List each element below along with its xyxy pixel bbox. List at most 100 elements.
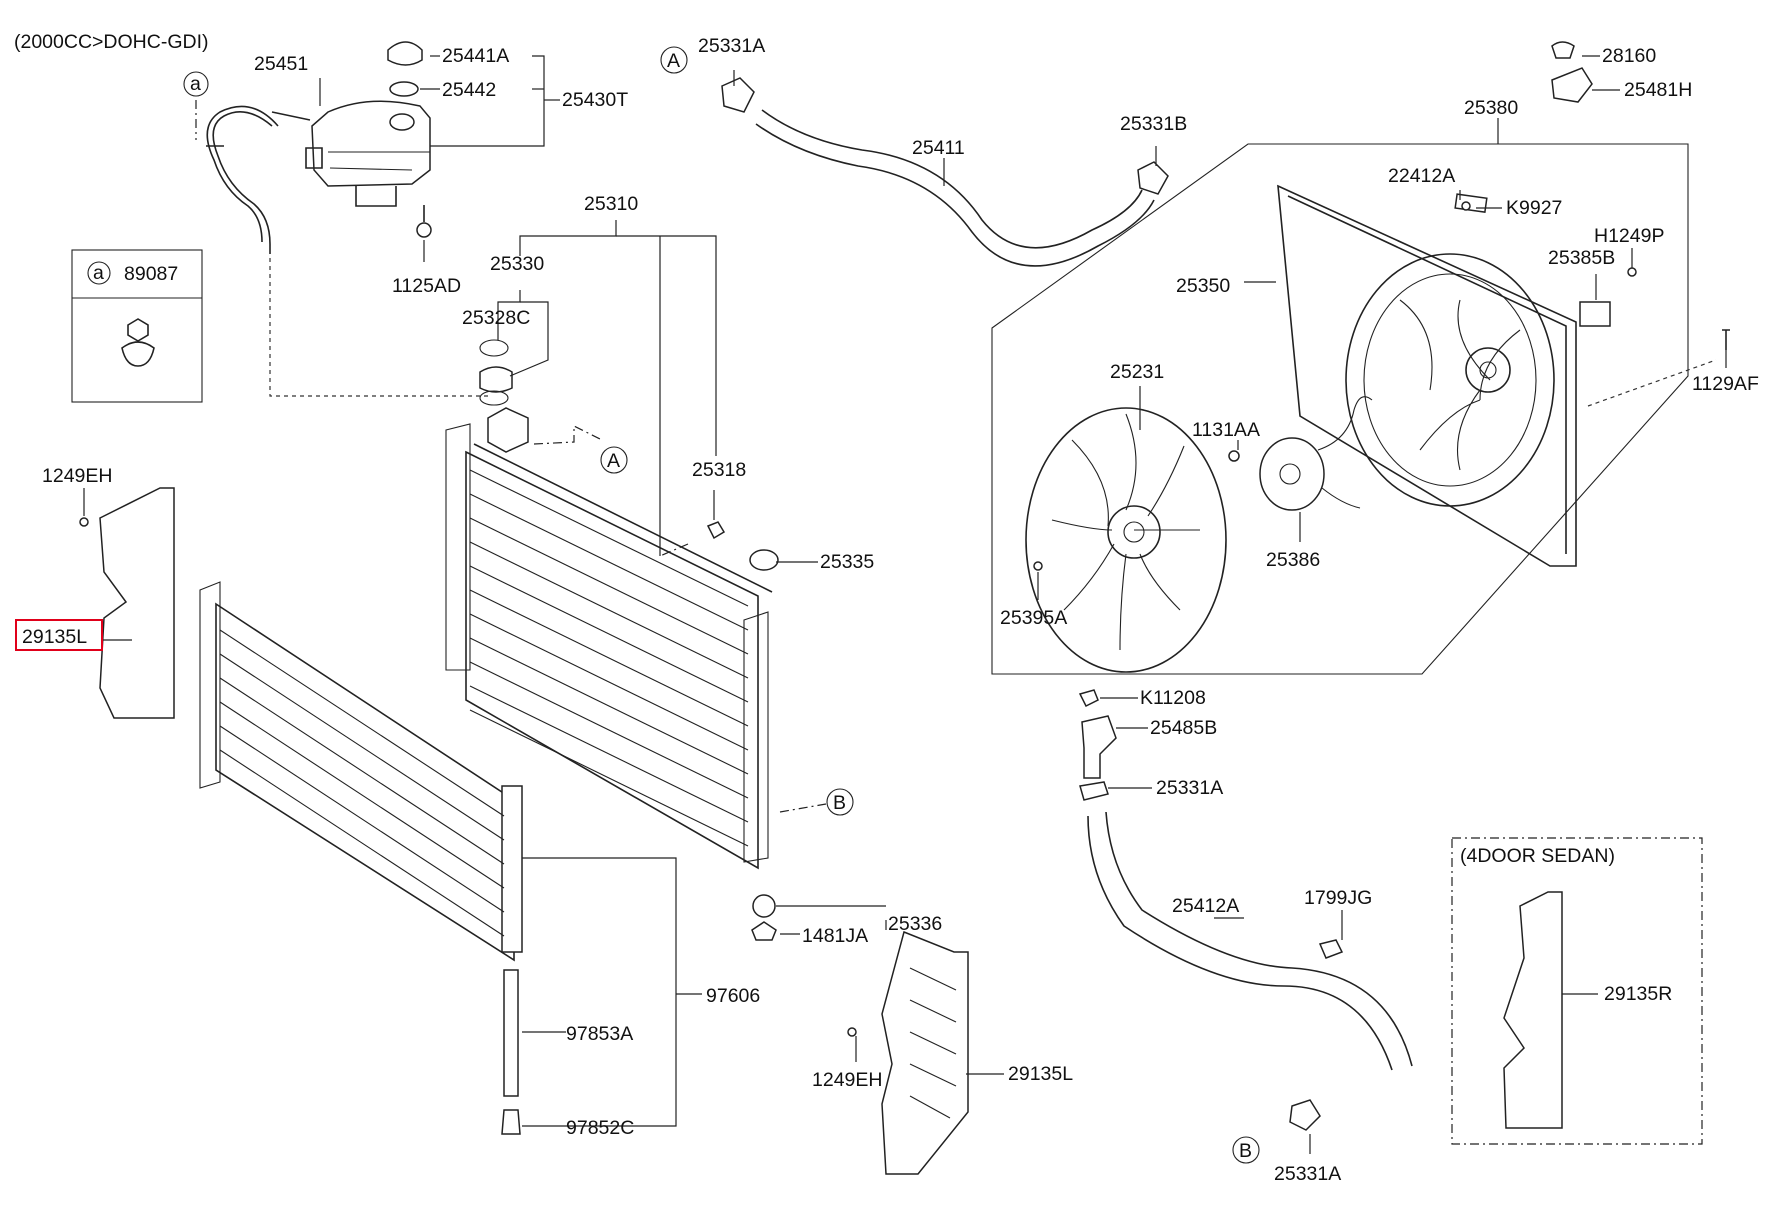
condenser-97606 (199, 581, 523, 962)
label-25350: 25350 (1176, 275, 1230, 297)
bolt-1129AF (1722, 329, 1730, 350)
nut-1131AA (1228, 450, 1240, 462)
label-1481JA: 1481JA (802, 925, 868, 947)
label-25231: 25231 (1110, 361, 1164, 383)
label-25331B: 25331B (1120, 113, 1187, 135)
clamp-25331A-bottom (1289, 1099, 1321, 1131)
label-25451: 25451 (254, 53, 308, 75)
clip-icon (121, 318, 155, 367)
callout-B-radiator (826, 788, 854, 816)
clamp-25331A-mid (1079, 781, 1109, 801)
fitting-25485B (1081, 715, 1117, 779)
sedan-title: (4DOOR SEDAN) (1460, 845, 1615, 867)
label-25386: 25386 (1266, 549, 1320, 571)
insulator-1481JA (751, 921, 777, 941)
highlight-29135L (15, 619, 103, 651)
label-25330: 25330 (490, 253, 544, 275)
label-25335: 25335 (820, 551, 874, 573)
label-25385B: 25385B (1548, 247, 1615, 269)
clip-28160 (1551, 41, 1575, 59)
fan-25231 (1025, 407, 1227, 673)
label-K9927: K9927 (1506, 197, 1562, 219)
nut-K9927 (1461, 201, 1471, 211)
callout-B-radiator-text: B (833, 792, 846, 814)
mount-25336 (752, 894, 776, 918)
callout-A-radiator (600, 446, 628, 474)
clamp-25331A-top (721, 77, 755, 113)
legend-marker: a (93, 262, 104, 284)
label-28160: 28160 (1602, 45, 1656, 67)
label-29135L-left: 29135L (22, 626, 87, 648)
label-25430T: 25430T (562, 89, 628, 111)
label-25481H: 25481H (1624, 79, 1692, 101)
callout-a-text: a (190, 73, 201, 95)
leader-lines (83, 55, 1727, 1154)
callout-a (183, 71, 209, 97)
label-25395A: 25395A (1000, 607, 1067, 629)
engine-note: (2000CC>DOHC-GDI) (14, 31, 209, 53)
label-29135L-bottom: 29135L (1008, 1063, 1073, 1085)
clamp-25331B (1137, 161, 1169, 195)
gasket-25328C (479, 339, 509, 357)
bracket-25481H (1551, 67, 1593, 103)
label-1249EH-left: 1249EH (42, 465, 112, 487)
label-25412A: 25412A (1172, 895, 1239, 917)
label-97606: 97606 (706, 985, 760, 1007)
label-29135R: 29135R (1604, 983, 1672, 1005)
label-1131AA: 1131AA (1192, 419, 1260, 441)
clip-1799JG (1318, 939, 1344, 959)
air-guard-29135L-left (99, 487, 175, 719)
screw-1249EH-bottom (847, 1027, 857, 1037)
upper-radiator-hose (755, 109, 1155, 267)
label-22412A: 22412A (1388, 165, 1455, 187)
cap-25330 (479, 366, 513, 406)
label-1129AF: 1129AF (1692, 373, 1759, 395)
label-25336: 25336 (888, 913, 942, 935)
callout-B-hose-text: B (1239, 1140, 1252, 1162)
label-25441A: 25441A (442, 45, 509, 67)
callout-A-radiator-text: A (607, 450, 620, 472)
sensor-K11208 (1078, 689, 1099, 708)
drain-25318 (706, 521, 726, 540)
fan-assembly-outline (991, 143, 1689, 675)
legend-box: a 89087 (71, 249, 203, 403)
screw-H1249P (1627, 267, 1637, 277)
callout-A-top-text: A (667, 50, 680, 72)
lower-radiator-hose (1087, 811, 1413, 1071)
fan-shroud (1277, 184, 1577, 567)
label-H1249P: H1249P (1594, 225, 1664, 247)
legend-part-number: 89087 (124, 263, 178, 285)
dryer-97853A (503, 969, 519, 1097)
bolt-1125AD (416, 205, 432, 238)
air-guard-29135L-bottom (881, 930, 969, 1175)
label-25442: 25442 (442, 79, 496, 101)
screw-1249EH-left (79, 517, 89, 527)
cap-25335 (749, 549, 779, 571)
label-1125AD: 1125AD (392, 275, 461, 297)
label-25328C: 25328C (462, 307, 530, 329)
cap-gasket (389, 81, 419, 97)
label-25380: 25380 (1464, 97, 1518, 119)
label-1249EH-bottom: 1249EH (812, 1069, 882, 1091)
overflow-hose (212, 110, 273, 254)
callout-B-hose (1232, 1136, 1260, 1164)
coolant-reservoir (305, 100, 431, 207)
label-97853A: 97853A (566, 1023, 633, 1045)
motor-25386 (1259, 396, 1373, 511)
radiator-25310 (445, 407, 773, 870)
label-25310: 25310 (584, 193, 638, 215)
label-1799JG: 1799JG (1304, 887, 1372, 909)
label-25331A-bottom: 25331A (1274, 1163, 1341, 1185)
resistor-25385B (1579, 301, 1611, 327)
label-25318: 25318 (692, 459, 746, 481)
screw-25395A (1033, 561, 1043, 571)
air-guard-29135R (1503, 891, 1563, 1129)
reservoir-cap (387, 41, 423, 66)
label-25331A-mid: 25331A (1156, 777, 1223, 799)
label-25411: 25411 (912, 137, 965, 159)
callout-A-top (660, 46, 688, 74)
label-25331A-top: 25331A (698, 35, 765, 57)
plug-97852C (501, 1109, 521, 1135)
label-K11208: K11208 (1140, 687, 1206, 709)
